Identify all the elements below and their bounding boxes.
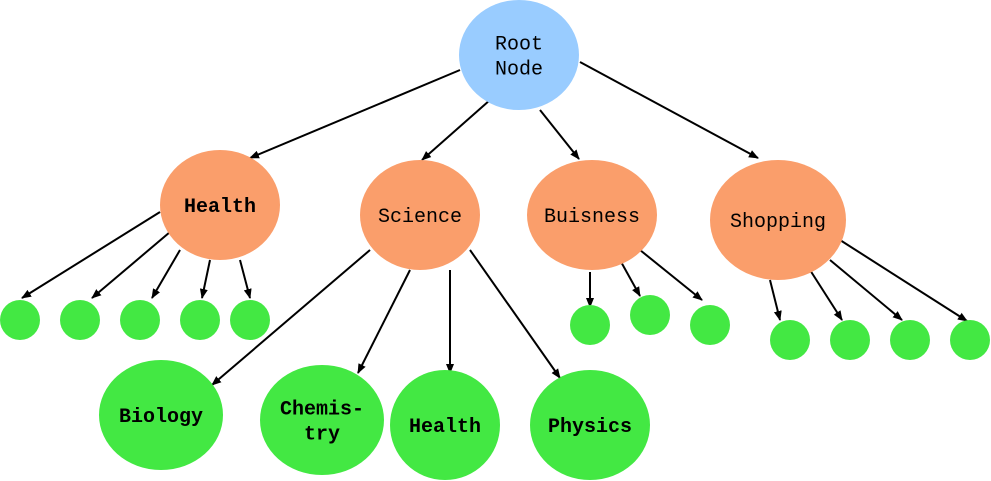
edge-arrow-6 [91, 231, 171, 299]
node-label-science: Science [378, 206, 462, 229]
node-shape-shopping [710, 160, 846, 280]
node-shape-health [160, 150, 280, 260]
node-shape-h5 [230, 300, 270, 340]
node-shape-health2 [390, 370, 500, 480]
node-shape-h4 [180, 300, 220, 340]
node-shape-b1 [570, 305, 610, 345]
leaf-node-s4 [950, 320, 990, 360]
edge-arrow-5 [21, 211, 161, 299]
node-chemistry: Chemis-try [260, 365, 384, 475]
node-shape-chemistry [260, 365, 384, 475]
node-label-chemistry-line-2: try [304, 424, 340, 447]
edge-arrow-20 [839, 239, 968, 322]
leaf-node-s1 [770, 320, 810, 360]
node-business: Buisness [527, 160, 657, 270]
edge-arrow-13 [469, 249, 561, 379]
node-label-shopping: Shopping [730, 211, 826, 234]
leaf-node-h3 [120, 300, 160, 340]
node-shape-b2 [630, 295, 670, 335]
edge-arrow-7 [151, 249, 181, 299]
node-label-health2: Health [409, 416, 481, 439]
edge-arrow-2 [421, 99, 491, 161]
leaf-node-b1 [570, 305, 610, 345]
node-label-business: Buisness [544, 206, 640, 229]
leaf-node-h2 [60, 300, 100, 340]
leaf-node-h1 [0, 300, 40, 340]
node-label-health: Health [184, 196, 256, 219]
edge-arrow-10 [211, 249, 371, 386]
edge-arrow-9 [239, 259, 252, 299]
edge-arrow-17 [769, 279, 782, 321]
edge-arrow-1 [249, 69, 461, 159]
leaf-node-b3 [690, 305, 730, 345]
node-physics: Physics [530, 370, 650, 480]
node-health: Health [160, 150, 280, 260]
node-science: Science [360, 160, 480, 270]
node-shape-physics [530, 370, 650, 480]
node-biology: Biology [99, 360, 223, 470]
node-label-root-line-1: Root [495, 34, 543, 57]
node-shape-s1 [770, 320, 810, 360]
node-label-chemistry-line-1: Chemis- [280, 399, 364, 422]
leaf-node-s2 [830, 320, 870, 360]
node-label-biology: Biology [119, 406, 203, 429]
node-health2: Health [390, 370, 500, 480]
edge-arrow-19 [829, 259, 903, 321]
node-shape-science [360, 160, 480, 270]
leaf-node-h4 [180, 300, 220, 340]
node-shape-h2 [60, 300, 100, 340]
leaf-node-b2 [630, 295, 670, 335]
node-shape-h1 [0, 300, 40, 340]
node-shopping: Shopping [710, 160, 846, 280]
edge-arrow-11 [357, 269, 411, 374]
edge-arrow-15 [619, 259, 641, 297]
edge-arrow-18 [809, 269, 843, 321]
node-shape-b3 [690, 305, 730, 345]
node-shape-s2 [830, 320, 870, 360]
node-label-physics: Physics [548, 416, 632, 439]
node-shape-root [459, 0, 579, 110]
node-shape-s3 [890, 320, 930, 360]
node-shape-business [527, 160, 657, 270]
node-shape-h3 [120, 300, 160, 340]
leaf-node-s3 [890, 320, 930, 360]
edges-layer [21, 61, 968, 386]
edge-arrow-16 [639, 249, 703, 301]
edge-arrow-8 [199, 259, 211, 299]
edge-arrow-4 [579, 61, 759, 159]
edge-arrow-3 [539, 109, 580, 160]
leaf-node-h5 [230, 300, 270, 340]
node-shape-s4 [950, 320, 990, 360]
node-label-root-line-2: Node [495, 59, 543, 82]
node-shape-biology [99, 360, 223, 470]
